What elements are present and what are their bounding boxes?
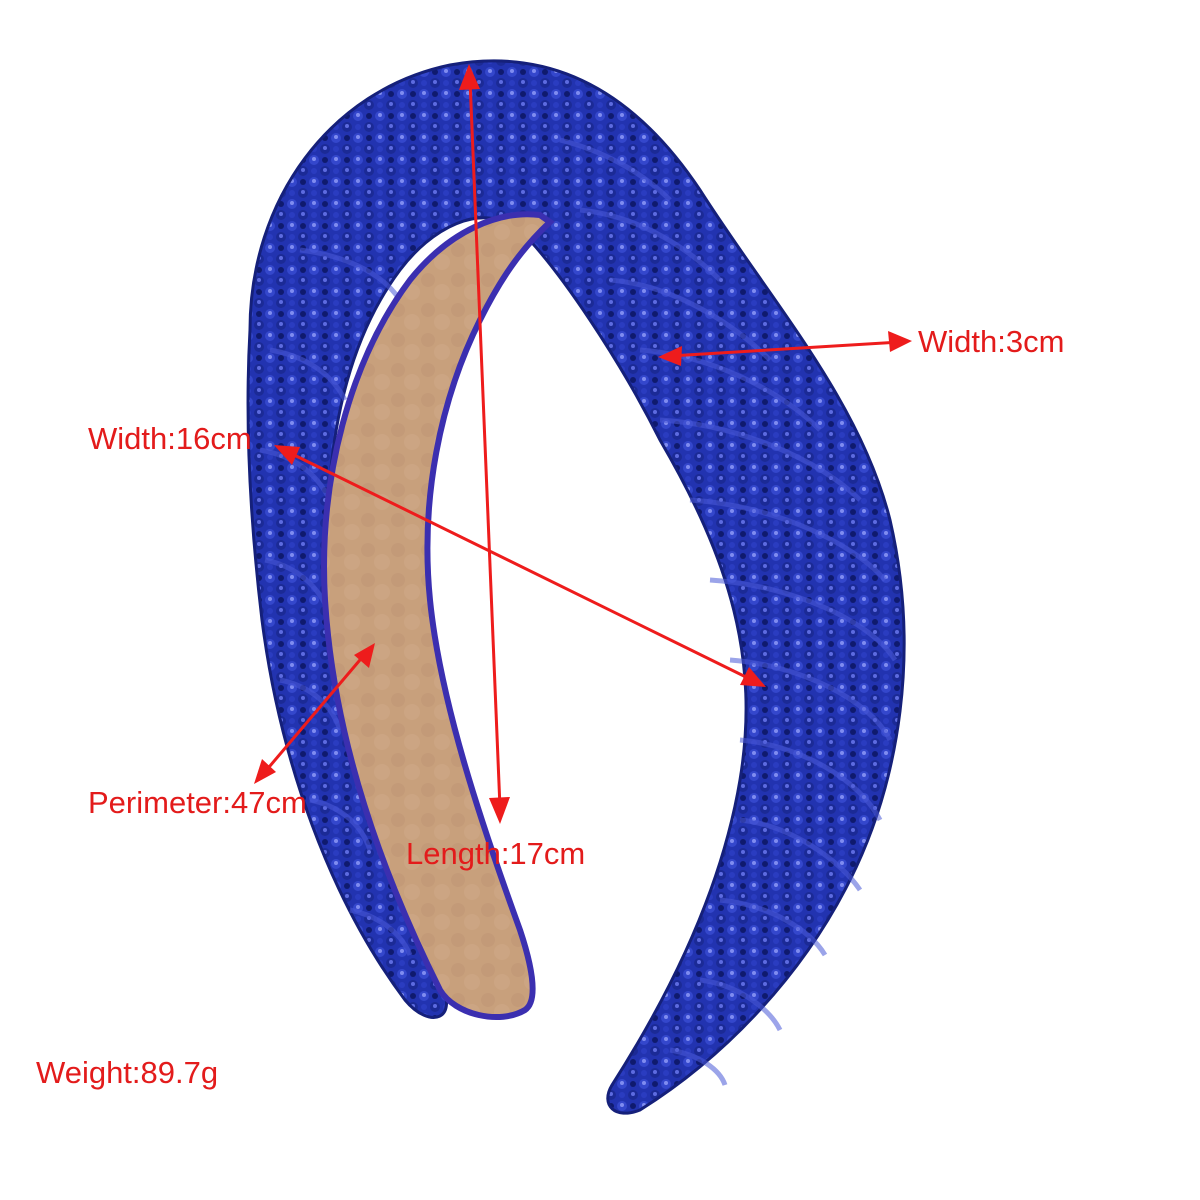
perimeter-47cm-arrow (262, 653, 367, 774)
weight-label: Weight:89.7g (36, 1055, 219, 1090)
width-3cm-label: Width:3cm (918, 324, 1065, 359)
bead-ridges (259, 137, 898, 1086)
length-17cm-arrow (468, 79, 502, 809)
width-3cm-arrow (669, 340, 901, 358)
length-label: Length:17cm (406, 836, 586, 871)
perimeter-label: Perimeter:47cm (88, 785, 307, 820)
width-16cm-label: Width:16cm (88, 421, 252, 456)
width-16cm-arrow (287, 450, 753, 682)
measurement-arrows (254, 64, 912, 824)
inner-lining (321, 211, 555, 1020)
